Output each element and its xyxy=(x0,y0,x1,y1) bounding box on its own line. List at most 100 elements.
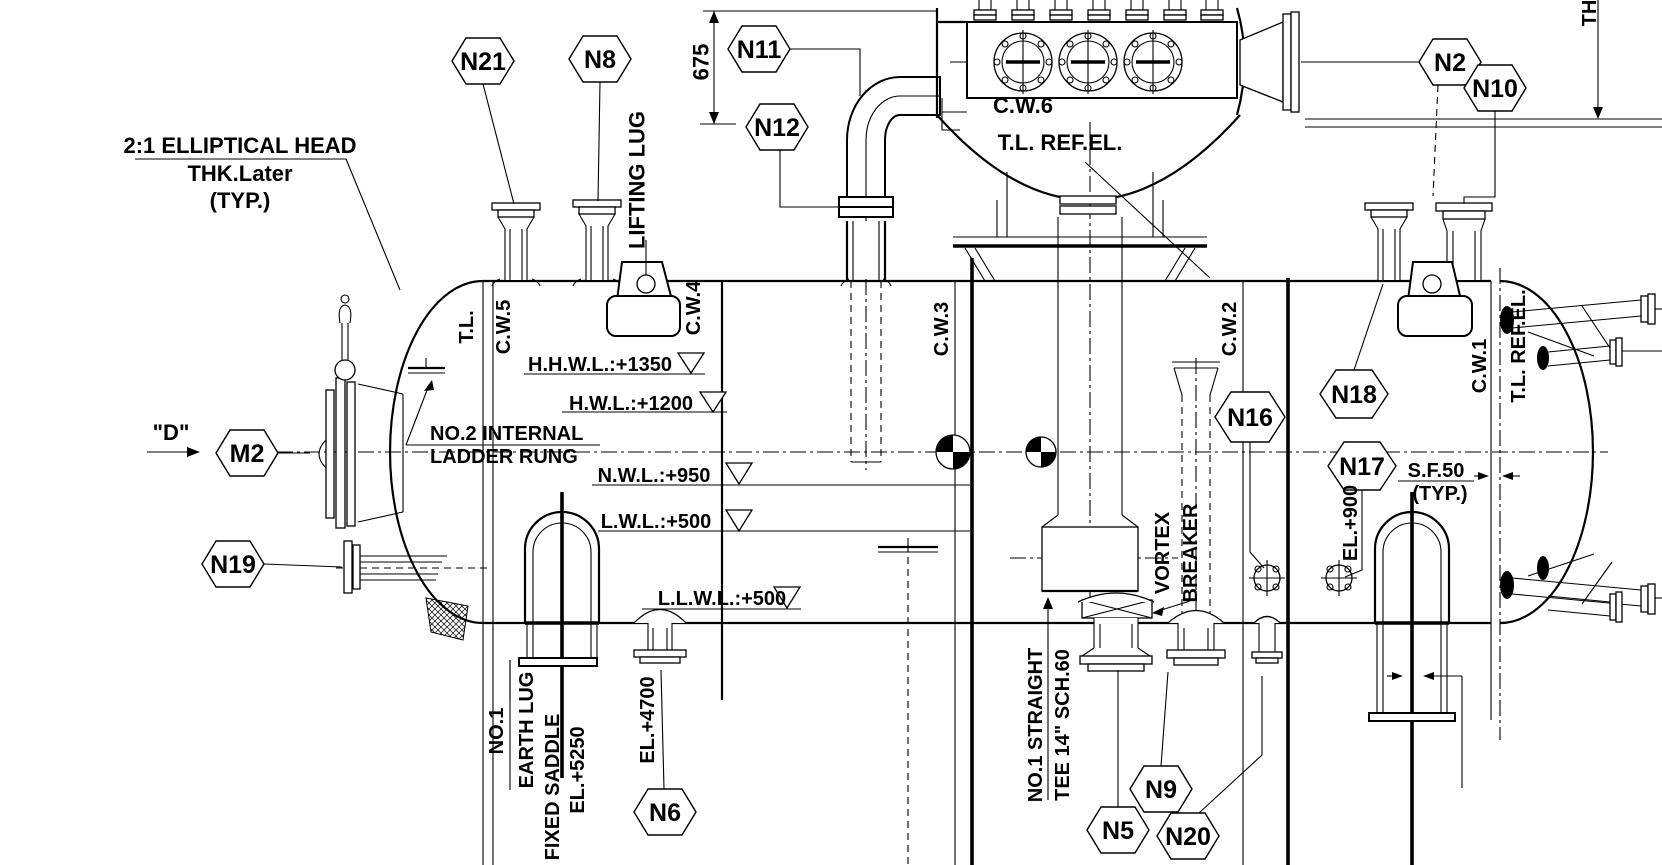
leaders xyxy=(135,158,600,700)
vortex-label-line2: BREAKER xyxy=(1180,503,1202,602)
lifting-lug-left xyxy=(606,240,681,337)
callout-n16: N16 xyxy=(1214,391,1286,443)
callout-n18-label: N18 xyxy=(1331,381,1377,409)
lwl-label: L.W.L.:+500 xyxy=(601,511,712,533)
dim-675-label: 675 xyxy=(689,44,714,81)
callout-n12-label: N12 xyxy=(754,114,800,142)
callout-n8-label: N8 xyxy=(584,46,616,74)
top-vessel-top-nozzle-row xyxy=(973,0,1224,21)
tee-note-line1: NO.1 STRAIGHT xyxy=(1025,648,1047,802)
callout-n2: N2 xyxy=(1418,38,1482,86)
top-vessel-bottom-head xyxy=(936,114,1241,201)
callout-n17: N17 xyxy=(1327,441,1397,491)
sf50-label: S.F.50 xyxy=(1408,460,1465,482)
nozzle-n20 xyxy=(1251,615,1283,664)
llwl-label: L.L.W.L.:+500 xyxy=(658,588,786,610)
center-of-gravity-symbols xyxy=(935,434,1057,470)
callouts: N21 N8 N11 N12 N2 N10 M2 N19 N6 N5 N9 N2… xyxy=(201,25,1527,860)
fixed-saddle xyxy=(509,492,601,790)
head-reinforcement-hatch xyxy=(425,597,469,641)
top-vessel-right-nozzle-n2 xyxy=(1239,11,1300,113)
hwl-label: H.W.L.:+1200 xyxy=(569,393,693,415)
liquid-levels xyxy=(524,352,970,610)
callout-n6: N6 xyxy=(633,788,697,836)
top-vessel-outlet-flange xyxy=(1059,195,1117,215)
nozzle-n18-top xyxy=(1364,202,1414,280)
cw3-label: C.W.3 xyxy=(931,302,953,356)
fixed-saddle-label: FIXED SADDLE xyxy=(542,714,564,861)
tl-left-label: T.L. xyxy=(456,310,478,343)
right-elliptical-head xyxy=(1499,279,1595,625)
callout-n8: N8 xyxy=(568,35,632,83)
manway-handle xyxy=(318,439,327,469)
cw1-label: C.W.1 xyxy=(1469,339,1491,393)
el4700-label: EL.+4700 xyxy=(637,676,659,763)
n9-internal-standpipe xyxy=(1172,361,1220,618)
coupling-n17 xyxy=(1321,560,1357,596)
nwl-label: N.W.L.:+950 xyxy=(598,465,711,487)
earth-lug-label: EARTH LUG xyxy=(516,672,538,789)
sliding-saddle xyxy=(1368,492,1463,865)
el900-label: EL.+900 xyxy=(1340,485,1362,561)
lifting-lug-right xyxy=(1397,261,1473,337)
cw2-label: C.W.2 xyxy=(1219,302,1241,356)
callout-n6-label: N6 xyxy=(649,799,681,827)
cw5-label: C.W.5 xyxy=(493,300,515,354)
callout-n11: N11 xyxy=(727,25,791,73)
sf50-typ-label: (TYP.) xyxy=(1412,483,1467,505)
tee-note-line2: TEE 14" SCH.60 xyxy=(1052,649,1074,801)
el5250-label: EL.+5250 xyxy=(567,726,589,813)
cw4-label: C.W.4 xyxy=(683,280,705,335)
top-vessel-support xyxy=(953,161,1211,282)
d-section-label: "D" xyxy=(153,420,190,445)
callout-n19-label: N19 xyxy=(210,551,256,579)
elbow-pipe-n12 xyxy=(838,76,941,287)
callout-n10: N10 xyxy=(1463,64,1527,112)
cw6-label: C.W.6 xyxy=(993,93,1053,118)
right-head-nozzles xyxy=(1500,293,1662,623)
edge-cut-label: TH xyxy=(1579,0,1601,26)
callout-n18: N18 xyxy=(1319,369,1389,419)
callout-n17-label: N17 xyxy=(1339,453,1385,481)
callout-m2: M2 xyxy=(215,429,279,477)
head-note-line1: 2:1 ELLIPTICAL HEAD xyxy=(123,133,356,158)
no1-label: NO.1 xyxy=(486,708,508,755)
manway-davit xyxy=(334,294,356,381)
coupling-n16 xyxy=(1249,560,1285,596)
callout-n19: N19 xyxy=(201,540,265,588)
tl-ref-el-right-label: T.L. REF.EL. xyxy=(1508,289,1530,402)
callout-n12: N12 xyxy=(745,103,809,151)
callout-m2-label: M2 xyxy=(230,440,265,468)
dimension-right-edge xyxy=(1305,0,1662,128)
callout-n9: N9 xyxy=(1129,765,1193,813)
callout-n9-label: N9 xyxy=(1145,776,1177,804)
vortex-label-line1: VORTEX xyxy=(1152,511,1174,594)
internal-straight-tee xyxy=(1041,217,1139,800)
nozzle-n5 xyxy=(1077,592,1155,672)
internal-ladder-rungs xyxy=(408,358,938,553)
hhwl-label: H.H.W.L.:+1350 xyxy=(528,354,672,376)
n12-internal-pipe xyxy=(850,281,882,463)
callout-n5: N5 xyxy=(1086,806,1150,854)
callout-n16-label: N16 xyxy=(1227,404,1273,432)
lifting-lug-label: LIFTING LUG xyxy=(625,111,650,249)
annotations: 2:1 ELLIPTICAL HEAD THK.Later (TYP.) 675… xyxy=(123,0,1601,860)
callout-n11-label: N11 xyxy=(737,36,782,64)
callout-leaders xyxy=(263,48,1496,814)
callout-n20: N20 xyxy=(1156,812,1220,860)
callout-n5-label: N5 xyxy=(1102,817,1134,845)
dimension-sf50 xyxy=(1398,472,1520,482)
callout-n2-label: N2 xyxy=(1434,49,1466,77)
callout-n21-label: N21 xyxy=(460,48,506,76)
nozzle-n19 xyxy=(336,540,488,594)
tl-ref-el-top-label: T.L. REF.EL. xyxy=(998,130,1123,155)
nozzle-n21 xyxy=(491,202,541,287)
callout-n10-label: N10 xyxy=(1472,75,1518,103)
head-note-line2: THK.Later xyxy=(187,161,293,186)
ladder-note-line2: LADDER RUNG xyxy=(430,446,578,468)
vortex-breaker xyxy=(1081,599,1191,619)
nozzle-n8 xyxy=(572,199,622,287)
callout-n20-label: N20 xyxy=(1165,823,1211,851)
callout-n21: N21 xyxy=(451,37,515,85)
